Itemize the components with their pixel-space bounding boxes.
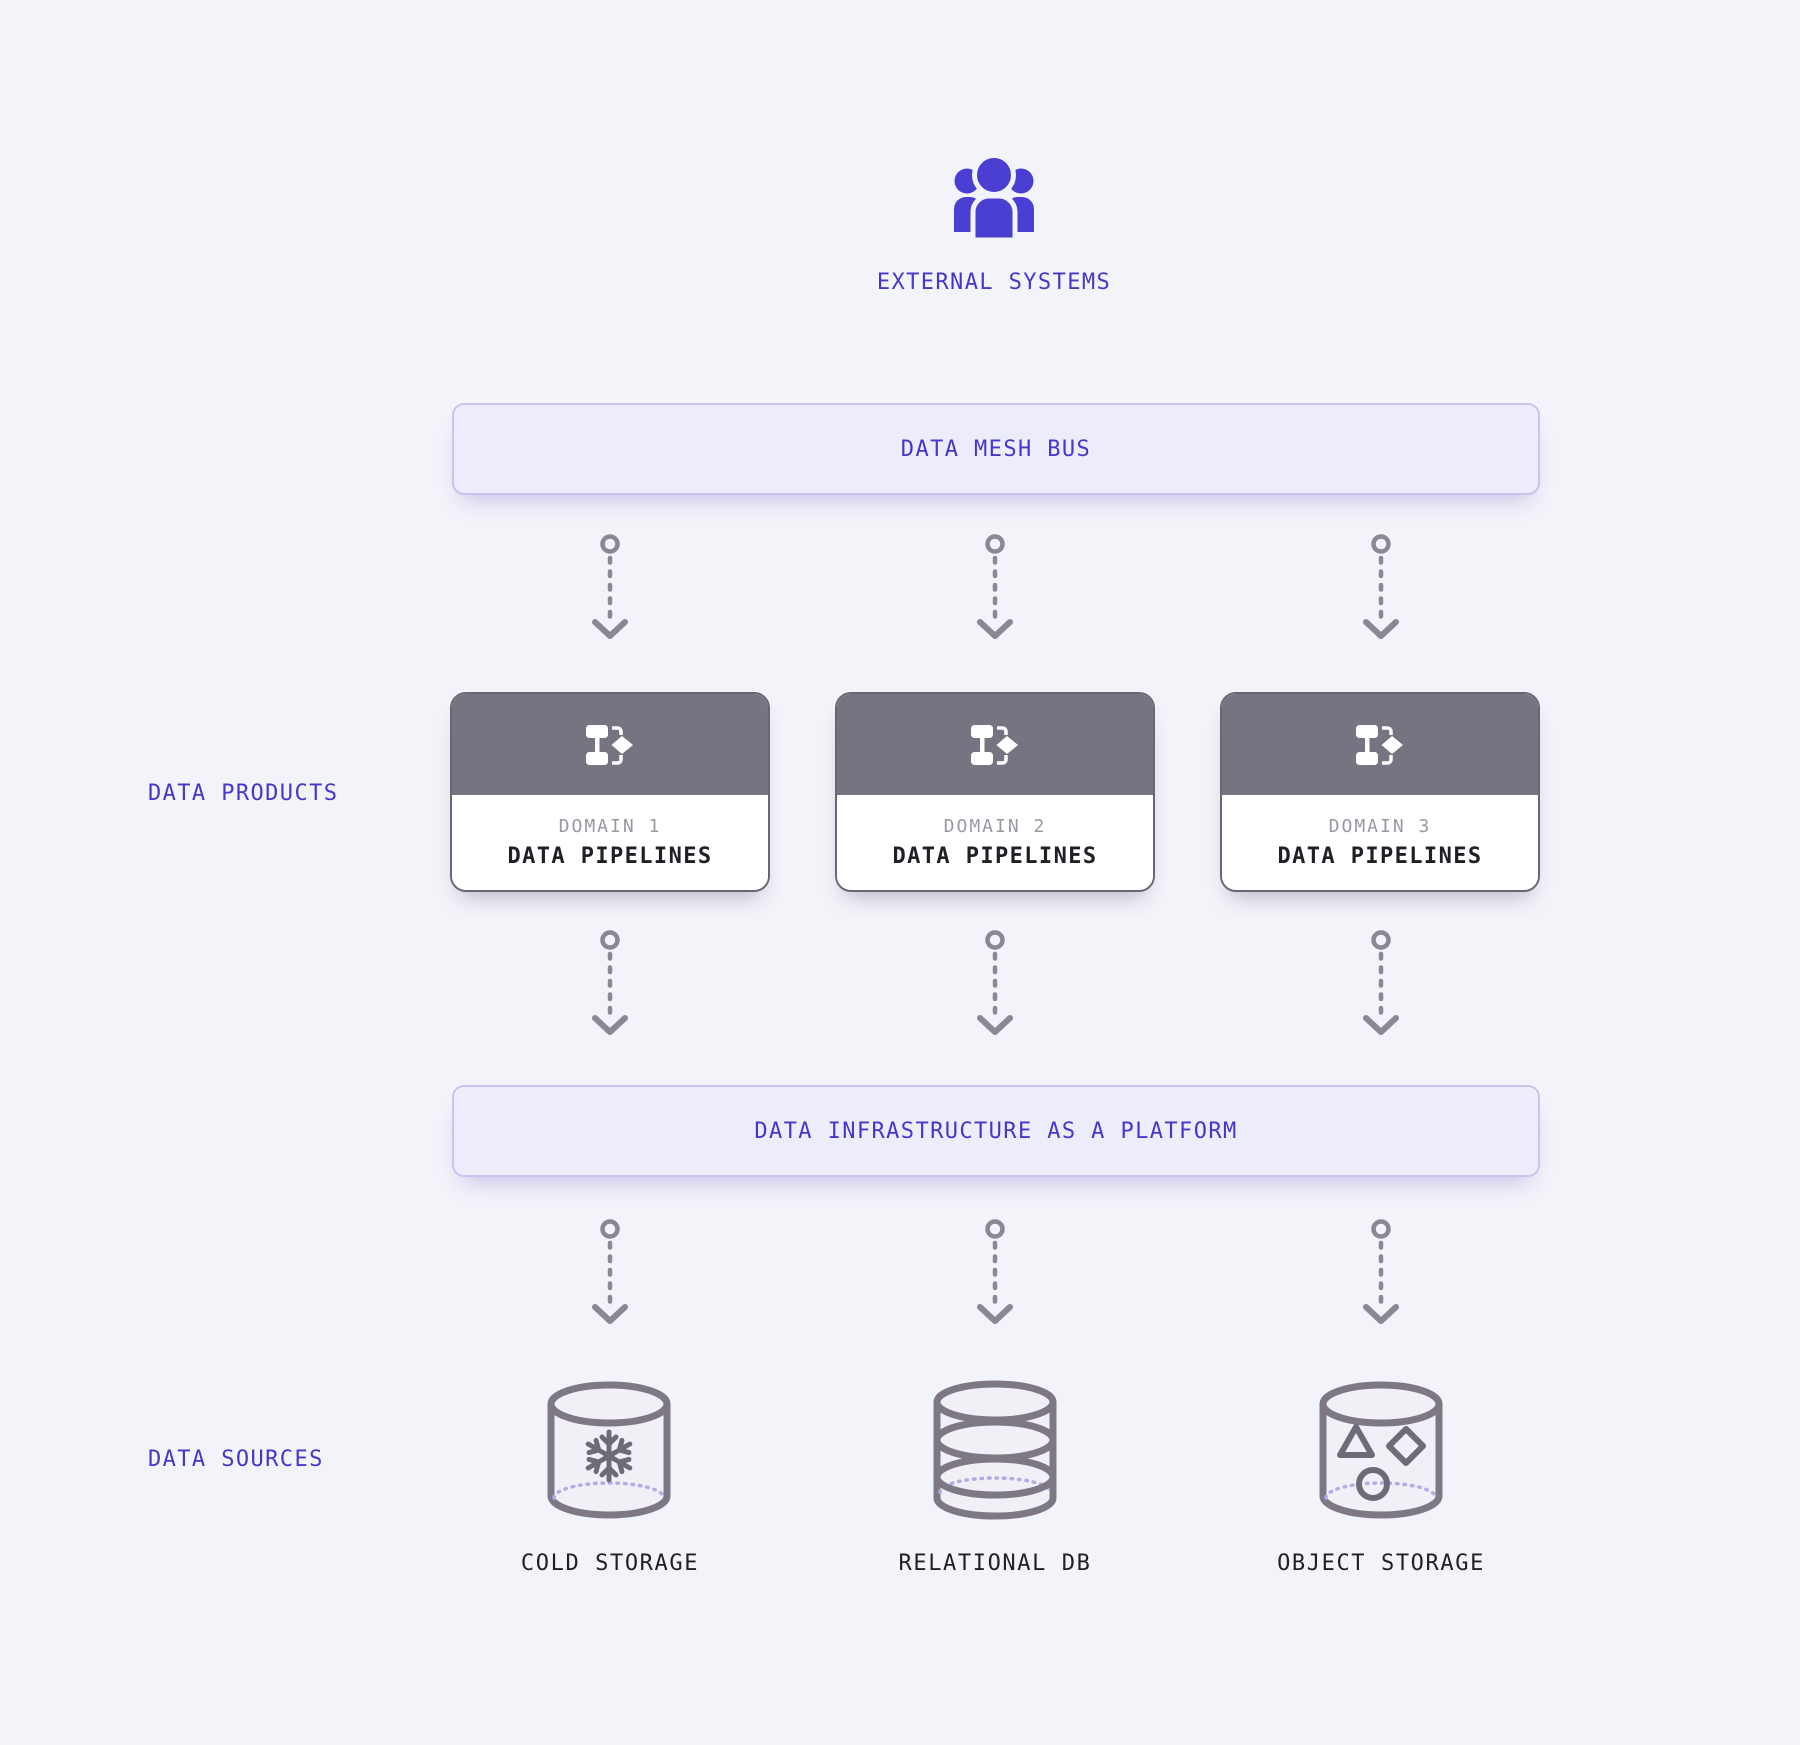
card-header — [837, 694, 1153, 795]
people-icon — [952, 153, 1036, 243]
object-storage-label: OBJECT STORAGE — [1277, 1551, 1485, 1576]
relational-db-label: RELATIONAL DB — [898, 1551, 1092, 1576]
domain-1-card: DOMAIN 1 DATA PIPELINES — [450, 692, 770, 892]
card-header — [452, 694, 768, 795]
dashed-arrow-down-icon — [1349, 930, 1413, 1042]
workflow-icon — [969, 722, 1020, 767]
card-title: DATA PIPELINES — [892, 843, 1098, 869]
snowflake-glyph — [585, 1429, 633, 1483]
dashed-arrow-down-icon — [1349, 1219, 1413, 1331]
domain-2-card: DOMAIN 2 DATA PIPELINES — [835, 692, 1155, 892]
domain-label: DOMAIN 3 — [1328, 815, 1432, 837]
dashed-arrow-down-icon — [578, 930, 642, 1042]
data-infrastructure-platform-bar: DATA INFRASTRUCTURE AS A PLATFORM — [452, 1085, 1540, 1177]
domain-3-card: DOMAIN 3 DATA PIPELINES — [1220, 692, 1540, 892]
dashed-arrow-down-icon — [963, 1219, 1027, 1331]
objects-glyph — [1337, 1424, 1426, 1501]
card-body: DOMAIN 2 DATA PIPELINES — [837, 795, 1153, 889]
platform-bar-label: DATA INFRASTRUCTURE AS A PLATFORM — [754, 1118, 1238, 1144]
cold-storage-icon — [541, 1380, 677, 1526]
workflow-icon — [584, 722, 635, 767]
dashed-arrow-down-icon — [578, 1219, 642, 1331]
dashed-arrow-down-icon — [963, 534, 1027, 646]
dashed-arrow-down-icon — [963, 930, 1027, 1042]
dashed-arrow-down-icon — [578, 534, 642, 646]
dashed-arrow-down-icon — [1349, 534, 1413, 646]
data-mesh-bus: DATA MESH BUS — [452, 403, 1540, 495]
card-title: DATA PIPELINES — [507, 843, 713, 869]
cold-storage-label: COLD STORAGE — [520, 1551, 700, 1576]
data-products-label: DATA PRODUCTS — [148, 781, 339, 806]
card-title: DATA PIPELINES — [1277, 843, 1483, 869]
relational-db-icon — [927, 1380, 1063, 1526]
external-systems-label: EXTERNAL SYSTEMS — [876, 270, 1112, 295]
object-storage-icon — [1313, 1380, 1449, 1526]
card-header — [1222, 694, 1538, 795]
card-body: DOMAIN 1 DATA PIPELINES — [452, 795, 768, 889]
domain-label: DOMAIN 2 — [943, 815, 1047, 837]
data-sources-label: DATA SOURCES — [148, 1447, 324, 1472]
card-body: DOMAIN 3 DATA PIPELINES — [1222, 795, 1538, 889]
domain-label: DOMAIN 1 — [558, 815, 662, 837]
workflow-icon — [1354, 722, 1405, 767]
data-mesh-bus-label: DATA MESH BUS — [900, 436, 1092, 462]
